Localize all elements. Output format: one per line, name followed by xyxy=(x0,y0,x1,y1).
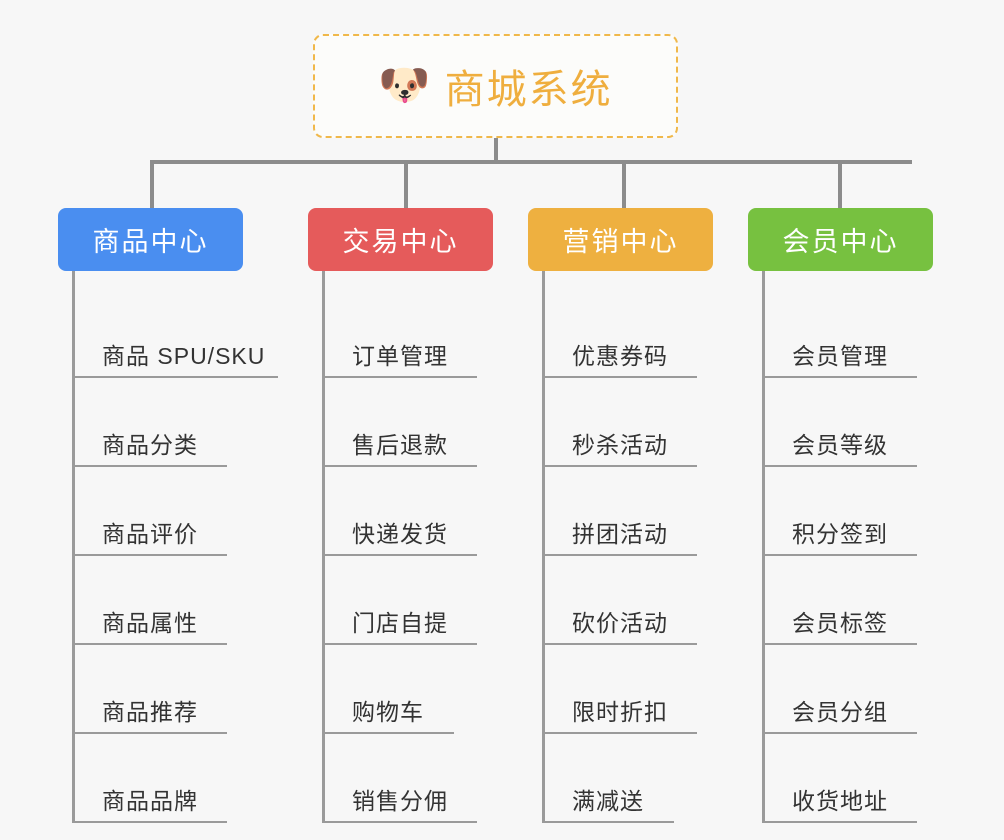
leaf-item-label: 商品推荐 xyxy=(102,699,198,725)
leaf-item[interactable]: 砍价活动 xyxy=(542,556,697,645)
root-title: 商城系统 xyxy=(444,68,613,112)
leaf-item-label: 优惠券码 xyxy=(572,343,668,369)
leaf-item[interactable]: 商品品牌 xyxy=(72,734,227,823)
leaf-item[interactable]: 商品属性 xyxy=(72,556,227,645)
leaf-item-label: 砍价活动 xyxy=(572,610,668,636)
category-box-member-center[interactable]: 会员中心 xyxy=(748,208,933,271)
leaf-item[interactable]: 购物车 xyxy=(322,645,454,734)
leaf-item[interactable]: 订单管理 xyxy=(322,289,477,378)
leaf-item[interactable]: 售后退款 xyxy=(322,378,477,467)
leaf-item[interactable]: 满减送 xyxy=(542,734,674,823)
leaf-item[interactable]: 快递发货 xyxy=(322,467,477,556)
leaf-item-label: 商品分类 xyxy=(102,432,198,458)
leaf-item-label: 商品 SPU/SKU xyxy=(102,343,266,369)
leaf-item[interactable]: 商品分类 xyxy=(72,378,227,467)
connector-drop-1 xyxy=(150,160,154,208)
leaf-item-label: 商品属性 xyxy=(102,610,198,636)
leaf-item[interactable]: 收货地址 xyxy=(762,734,917,823)
leaf-item-label: 商品评价 xyxy=(102,521,198,547)
leaf-item-label: 订单管理 xyxy=(352,343,448,369)
leaf-item-label: 会员管理 xyxy=(792,343,888,369)
connector-drop-2 xyxy=(404,160,408,208)
leaf-item-label: 购物车 xyxy=(352,699,424,725)
branch-trunk-marketing-center xyxy=(542,271,545,823)
leaf-item[interactable]: 门店自提 xyxy=(322,556,477,645)
leaf-item[interactable]: 商品 SPU/SKU xyxy=(72,289,278,378)
branch-items-marketing-center: 优惠券码秒杀活动拼团活动砍价活动限时折扣满减送 xyxy=(542,289,697,823)
leaf-item-label: 秒杀活动 xyxy=(572,432,668,458)
leaf-item[interactable]: 优惠券码 xyxy=(542,289,697,378)
connector-drop-4 xyxy=(838,160,842,208)
leaf-item-label: 积分签到 xyxy=(792,521,888,547)
leaf-item[interactable]: 积分签到 xyxy=(762,467,917,556)
leaf-item[interactable]: 商品评价 xyxy=(72,467,227,556)
leaf-item-label: 门店自提 xyxy=(352,610,448,636)
leaf-item-label: 收货地址 xyxy=(792,788,888,814)
leaf-item-label: 满减送 xyxy=(572,788,644,814)
category-label: 会员中心 xyxy=(782,227,899,257)
category-box-trade-center[interactable]: 交易中心 xyxy=(308,208,493,271)
connector-drop-3 xyxy=(622,160,626,208)
leaf-item-label: 会员等级 xyxy=(792,432,888,458)
leaf-item[interactable]: 限时折扣 xyxy=(542,645,697,734)
leaf-item[interactable]: 会员标签 xyxy=(762,556,917,645)
category-box-product-center[interactable]: 商品中心 xyxy=(58,208,243,271)
leaf-item-label: 拼团活动 xyxy=(572,521,668,547)
leaf-item[interactable]: 会员分组 xyxy=(762,645,917,734)
leaf-item-label: 销售分佣 xyxy=(352,788,448,814)
leaf-item-label: 商品品牌 xyxy=(102,788,198,814)
leaf-item[interactable]: 商品推荐 xyxy=(72,645,227,734)
dog-face-icon: 🐶 xyxy=(378,61,431,108)
category-box-marketing-center[interactable]: 营销中心 xyxy=(528,208,713,271)
leaf-item[interactable]: 秒杀活动 xyxy=(542,378,697,467)
leaf-item[interactable]: 会员等级 xyxy=(762,378,917,467)
branch-trunk-member-center xyxy=(762,271,765,823)
leaf-item-label: 会员分组 xyxy=(792,699,888,725)
branch-trunk-product-center xyxy=(72,271,75,823)
leaf-item-label: 售后退款 xyxy=(352,432,448,458)
leaf-item[interactable]: 拼团活动 xyxy=(542,467,697,556)
branch-items-product-center: 商品 SPU/SKU 商品分类商品评价商品属性商品推荐商品品牌 xyxy=(72,289,278,823)
branch-items-member-center: 会员管理会员等级积分签到会员标签会员分组收货地址 xyxy=(762,289,917,823)
leaf-item-label: 快递发货 xyxy=(352,521,448,547)
leaf-item[interactable]: 销售分佣 xyxy=(322,734,477,823)
leaf-item-label: 会员标签 xyxy=(792,610,888,636)
connector-bus xyxy=(150,160,912,164)
category-label: 商品中心 xyxy=(92,227,209,257)
category-label: 营销中心 xyxy=(562,227,679,257)
category-label: 交易中心 xyxy=(342,227,459,257)
leaf-item-label: 限时折扣 xyxy=(572,699,668,725)
branch-items-trade-center: 订单管理售后退款快递发货门店自提购物车销售分佣 xyxy=(322,289,477,823)
branch-trunk-trade-center xyxy=(322,271,325,823)
connector-root-stem xyxy=(494,138,498,162)
leaf-item[interactable]: 会员管理 xyxy=(762,289,917,378)
root-node-card[interactable]: 🐶 商城系统 xyxy=(313,34,678,138)
